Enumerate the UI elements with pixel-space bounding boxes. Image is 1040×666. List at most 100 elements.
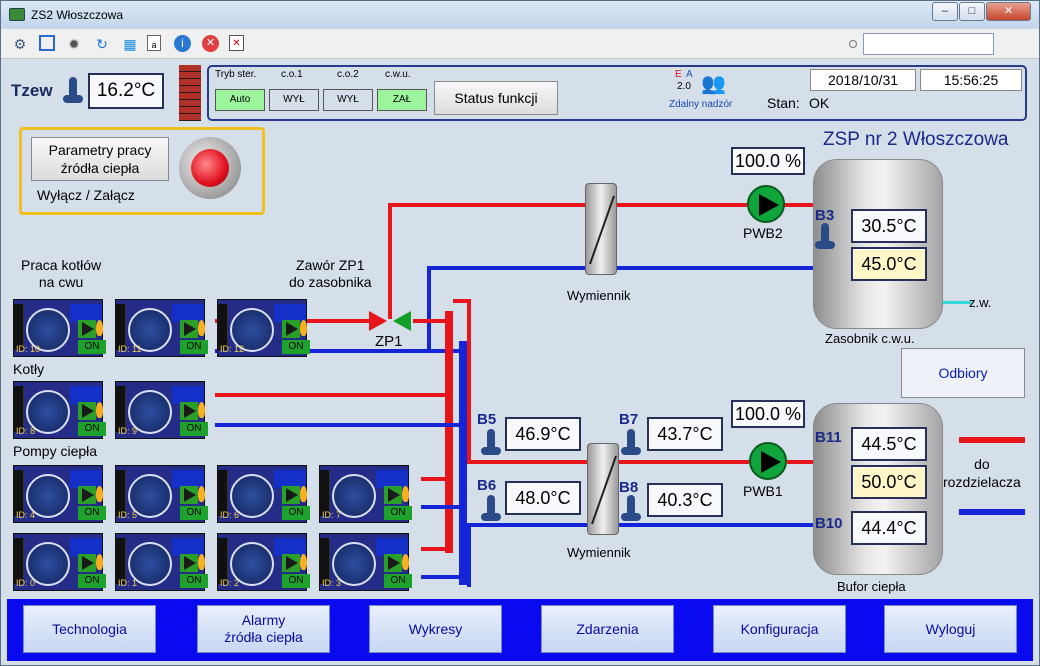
boiler-gauge-icon [230, 474, 274, 518]
boiler-header [70, 304, 102, 322]
boiler-gauge-icon [128, 390, 172, 434]
pwb1-speed: 100.0 % [731, 400, 805, 428]
heat-source-panel [19, 127, 265, 215]
boiler-header [376, 470, 408, 488]
mode-header-0: Tryb ster. [215, 69, 257, 80]
sensor-b11-setpoint[interactable]: 50.0°C [851, 465, 927, 499]
toolbar-radio[interactable] [849, 40, 857, 48]
pipe-hot-to-hx2 [467, 299, 471, 463]
boiler-id: ID: 2 [220, 578, 240, 588]
mode-header-1: c.o.1 [281, 69, 303, 80]
close-circle-icon[interactable]: ✕ [202, 35, 219, 52]
valve-zp1-left-icon[interactable] [369, 311, 387, 331]
sensor-b7-label: B7 [619, 411, 639, 428]
boiler-side [320, 470, 330, 516]
nav-technologia[interactable]: Technologia [23, 605, 156, 653]
nav-alarmy[interactable]: Alarmy źródła ciepła [197, 605, 330, 653]
pipe-zw [927, 301, 971, 304]
app-icon [9, 8, 25, 21]
boiler-flame-icon [96, 320, 103, 336]
windows-icon[interactable]: ▦ [123, 36, 137, 52]
info-icon[interactable]: i [174, 35, 191, 52]
tzew-label: Tzew [11, 81, 53, 100]
toolbar-search-input[interactable] [863, 33, 994, 55]
pump-pwb1-icon[interactable] [749, 442, 787, 480]
boiler-flame-icon [198, 320, 205, 336]
nav-konfiguracja[interactable]: Konfiguracja [713, 605, 846, 653]
network-icon[interactable]: ⚙ [13, 36, 27, 52]
remote-version: 2.0 [677, 81, 691, 92]
sensor-b6-value: 48.0°C [505, 481, 581, 515]
kotly-label: Kotły [13, 361, 45, 377]
close-button[interactable]: ✕ [986, 2, 1031, 21]
sensor-b5-probe-icon [481, 429, 501, 459]
minimize-button[interactable]: ‒ [932, 2, 958, 21]
document-icon[interactable]: a [147, 35, 161, 51]
boiler-status: ON [78, 574, 106, 588]
nav-wykresy[interactable]: Wykresy [369, 605, 502, 653]
boiler-flame-icon [300, 320, 307, 336]
boiler-play-icon [82, 404, 94, 418]
boiler-flame-icon [300, 554, 307, 570]
mode-auto[interactable]: Auto [215, 89, 265, 111]
remote-label: Zdalny nadzór [669, 99, 733, 110]
pipe-cold-pompy2 [421, 575, 459, 579]
boiler-play-icon [388, 556, 400, 570]
toolbar: ⚙ ✹ ↻ ▦ a i ✕ ✕ [1, 29, 1039, 59]
boiler-play-icon [82, 322, 94, 336]
boiler-id: ID: 9 [118, 426, 138, 436]
status-button[interactable]: Status funkcji [434, 81, 558, 115]
boiler-play-icon [184, 404, 196, 418]
sensor-b3-setpoint[interactable]: 45.0°C [851, 247, 927, 281]
pump-pwb2-icon[interactable] [747, 185, 785, 223]
gear-icon[interactable]: ✹ [68, 36, 80, 52]
mode-co2[interactable]: WYŁ [323, 89, 373, 111]
nav-wyloguj[interactable]: Wyloguj [884, 605, 1017, 653]
boiler-play-icon [82, 556, 94, 570]
valve-zp1-right-icon[interactable] [393, 311, 411, 331]
boiler-flame-icon [96, 554, 103, 570]
heat-source-params-button[interactable]: Parametry pracy źródła ciepła [31, 137, 169, 181]
boiler-header [274, 538, 306, 556]
pipe-hot-zp1-out [413, 319, 453, 323]
boiler-status: ON [282, 506, 310, 520]
state-value: OK [809, 95, 830, 111]
boiler-header [70, 538, 102, 556]
pwb2-label: PWB2 [743, 225, 783, 241]
pipe-hot-zp1-up [388, 203, 392, 319]
pipe-hot-out [959, 437, 1025, 443]
nav-zdarzenia[interactable]: Zdarzenia [541, 605, 674, 653]
refresh-icon[interactable]: ↻ [96, 36, 108, 52]
fullscreen-icon[interactable] [39, 35, 55, 51]
mode-cwu[interactable]: ZAŁ [377, 89, 427, 111]
screenshot-icon[interactable]: ✕ [229, 35, 244, 51]
boiler-id: ID: 8 [16, 426, 36, 436]
maximize-button[interactable]: □ [959, 2, 985, 21]
boiler-header [70, 386, 102, 404]
pipe-hot-to-pwb1 [619, 460, 749, 464]
boiler-status: ON [180, 340, 208, 354]
power-toggle-button[interactable] [179, 137, 241, 199]
boiler-status: ON [180, 574, 208, 588]
boiler-play-icon [286, 488, 298, 502]
tzew-probe-icon [63, 77, 83, 107]
pipe-hot-pompy2 [421, 547, 445, 551]
odbiory-button[interactable]: Odbiory [901, 348, 1025, 398]
tzew-value: 16.2°C [88, 73, 164, 109]
sensor-b7-probe-icon [621, 429, 641, 459]
pipe-hot-to-tank [783, 203, 817, 207]
mode-co1[interactable]: WYŁ [269, 89, 319, 111]
